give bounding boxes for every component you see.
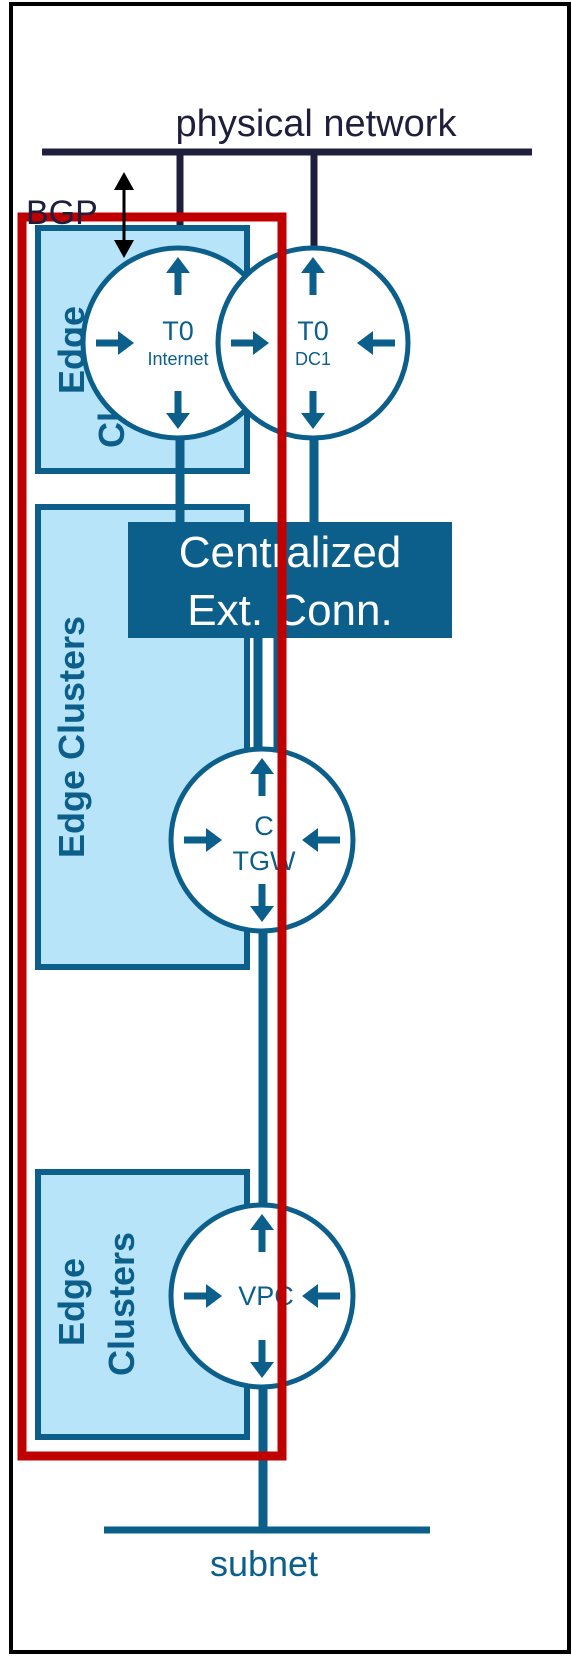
four-way-arrows-icon bbox=[231, 257, 395, 429]
four-way-arrows-icon bbox=[184, 1214, 340, 1378]
centralized-banner: Centralized Ext. Conn. bbox=[128, 522, 452, 638]
router-t0-dc1-title: T0 bbox=[297, 316, 329, 346]
router-t0-internet-sub: Internet bbox=[147, 349, 208, 369]
bgp-double-arrow-icon bbox=[114, 172, 134, 258]
router-t0-internet-title: T0 bbox=[162, 316, 194, 346]
highlight-box bbox=[17, 212, 287, 1461]
edge-cluster-3-line2: Clusters bbox=[101, 1232, 142, 1376]
edge-cluster-2-label: Edge Clusters bbox=[51, 616, 92, 858]
banner-line2: Ext. Conn. bbox=[187, 586, 392, 635]
router-t0-dc1-sub: DC1 bbox=[295, 349, 331, 369]
banner-line1: Centralized bbox=[179, 528, 402, 577]
physical-network-label: physical network bbox=[176, 103, 458, 145]
router-vpc: VPC bbox=[168, 1202, 356, 1390]
router-c-tgw: C TGW bbox=[168, 746, 356, 934]
outer-frame bbox=[9, 2, 571, 1654]
edge-cluster-3-line1: Edge bbox=[51, 1258, 92, 1346]
bgp-label: BGP bbox=[26, 194, 98, 232]
subnet-label: subnet bbox=[210, 1543, 318, 1584]
router-c-tgw-title: C bbox=[254, 811, 274, 841]
router-t0-internet: T0 Internet bbox=[80, 245, 276, 441]
router-t0-dc1: T0 DC1 bbox=[215, 245, 411, 441]
four-way-arrows-icon bbox=[96, 257, 190, 429]
four-way-arrows-icon bbox=[184, 758, 340, 922]
